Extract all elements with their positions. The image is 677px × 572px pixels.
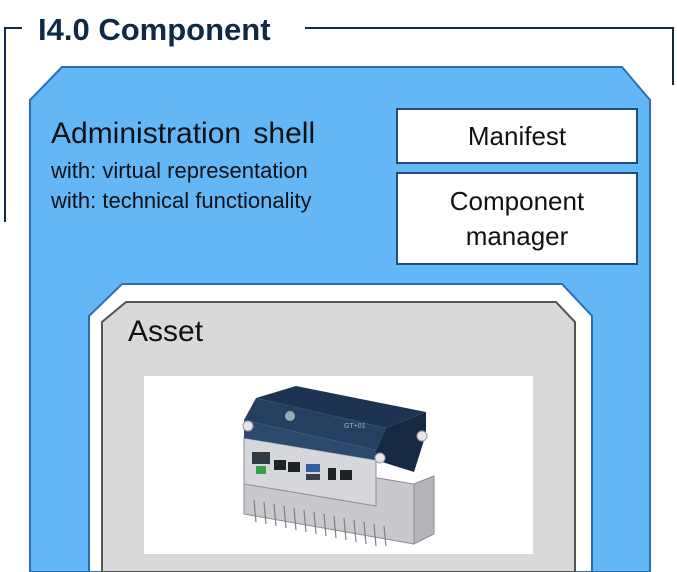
asset-title: Asset [128, 315, 204, 348]
component-manager-box: Component manager [396, 172, 638, 265]
technical-functionality-text: with: technical functionality [51, 188, 312, 213]
component-frame [4, 27, 674, 222]
virtual-representation-text: with: virtual representation [51, 158, 308, 183]
industrial-pc-image: GT+01 [242, 386, 435, 547]
component-title: I4.0 Component [38, 12, 271, 47]
administration-shell-title: Administration shell [51, 117, 316, 150]
manifest-box: Manifest [396, 108, 638, 164]
component-manager-label-line1: Component [449, 185, 585, 216]
device-label: GT+01 [344, 423, 366, 430]
component-manager-label-line2: manager [465, 220, 569, 251]
manifest-label: Manifest [467, 120, 567, 151]
asset-photo: GT+01 [144, 376, 533, 554]
